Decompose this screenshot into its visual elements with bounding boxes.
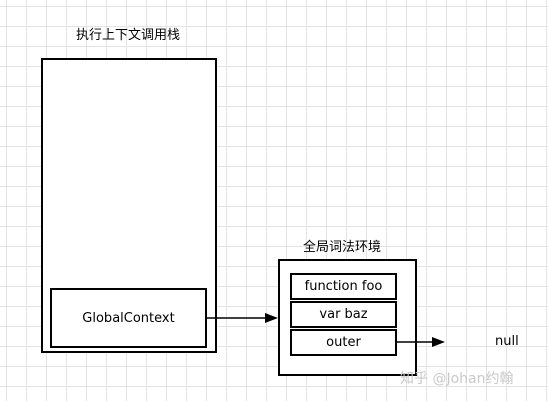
watermark-text: 知乎 @Johan约翰 bbox=[400, 371, 514, 387]
lexical-env-row-outer: outer bbox=[290, 329, 397, 356]
lexical-env-title: 全局词法环境 bbox=[303, 240, 382, 255]
global-context-entry: GlobalContext bbox=[50, 288, 207, 348]
null-label: null bbox=[495, 334, 519, 349]
context-to-env-arrow bbox=[207, 313, 278, 323]
lexical-env-row-var-baz: var baz bbox=[290, 301, 397, 328]
call-stack-title: 执行上下文调用栈 bbox=[76, 28, 181, 43]
lexical-env-row-function-foo: function foo bbox=[290, 273, 397, 300]
